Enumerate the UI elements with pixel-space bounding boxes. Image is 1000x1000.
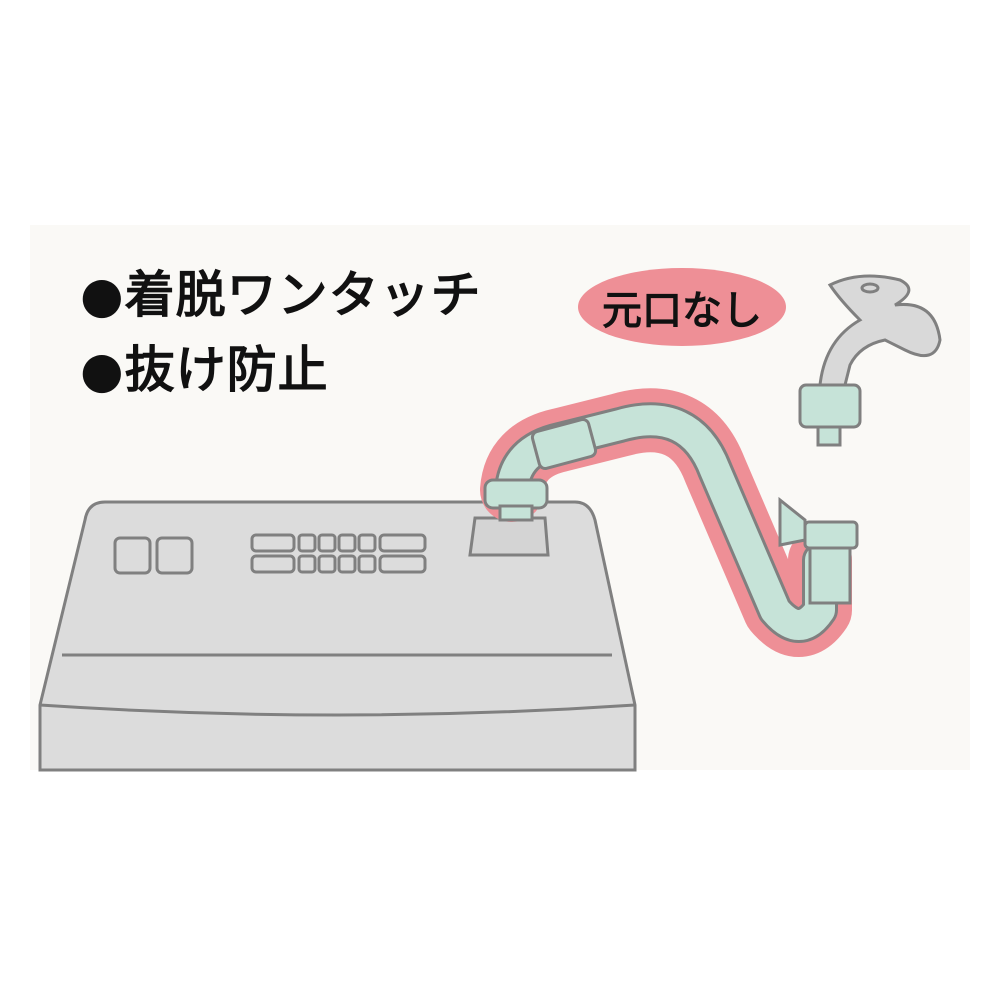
washer-button (113, 536, 152, 575)
feature-one-touch: ●着脱ワンタッチ (80, 266, 482, 324)
hose-coupling (530, 417, 598, 471)
faucet (798, 274, 942, 447)
hose-connector-right (803, 520, 859, 550)
hose-connector-left (483, 478, 549, 510)
washer-button (155, 536, 194, 575)
hose (480, 388, 852, 657)
no-base-badge: 元口なし (578, 268, 786, 346)
feature-anti-slip: ●抜け防止 (80, 341, 329, 399)
washing-machine (38, 500, 637, 772)
control-panel-buttons (250, 533, 427, 574)
